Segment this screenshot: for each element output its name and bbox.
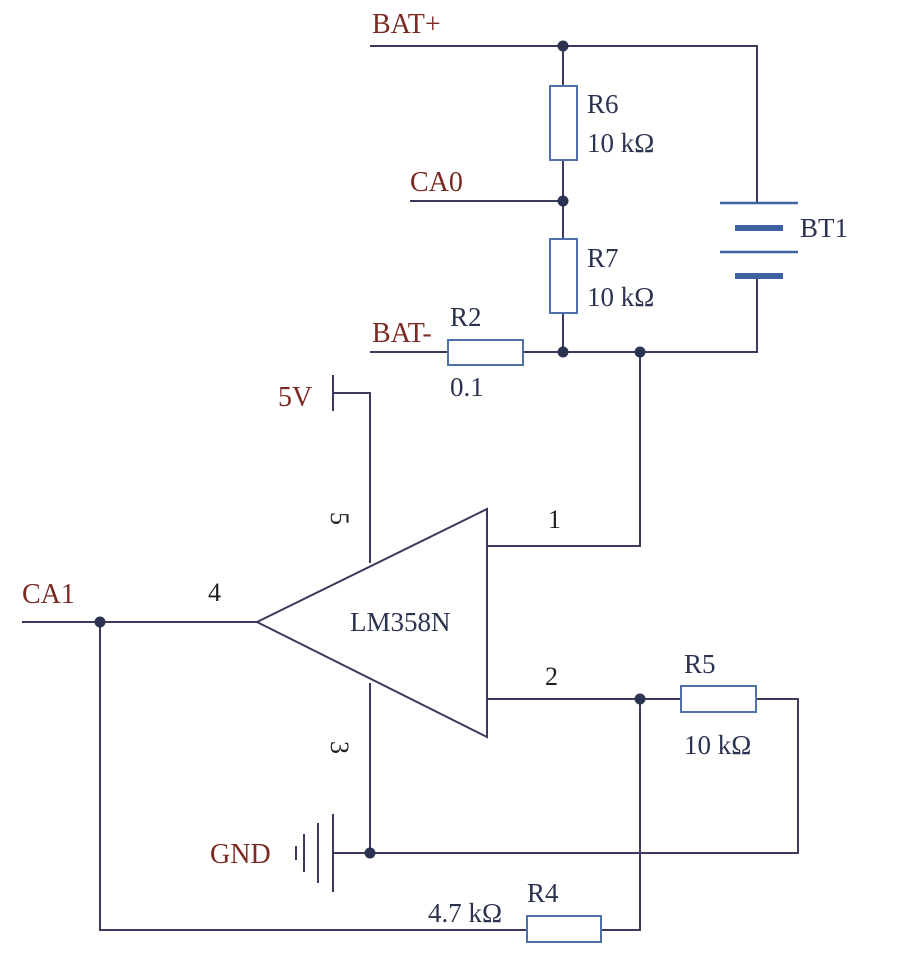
net-label-ca0: CA0 — [410, 167, 463, 198]
net-label-bat-plus: BAT+ — [372, 9, 441, 40]
resistor-r2 — [447, 339, 524, 366]
junction-dot — [94, 616, 106, 628]
junction-dots — [94, 40, 646, 859]
resistor-r6 — [549, 85, 578, 161]
junction-dot — [364, 847, 376, 859]
pin-number-2: 2 — [545, 662, 558, 691]
net-label-bat-minus: BAT- — [372, 318, 432, 349]
junction-dot — [557, 346, 569, 358]
resistor-r5 — [680, 685, 757, 713]
wire-ca1-to-r4 — [99, 622, 527, 931]
wire-pin1-output — [487, 352, 641, 547]
junction-dot — [557, 40, 569, 52]
r4-value: 4.7 kΩ — [428, 898, 502, 928]
wire-r4-feedback — [601, 699, 641, 931]
pin-number-1: 1 — [548, 505, 561, 534]
opamp-lm358n-triangle — [254, 507, 488, 739]
net-label-ca1: CA1 — [22, 579, 75, 610]
pin-number-4: 4 — [208, 578, 221, 607]
wire-r5-return — [333, 698, 799, 854]
net-label-gnd: GND — [210, 839, 271, 870]
bt1-ref: BT1 — [800, 213, 848, 243]
r7-value: 10 kΩ — [587, 282, 654, 312]
ground-symbol — [295, 814, 334, 892]
battery-bt1 — [720, 201, 798, 279]
junction-dot — [634, 346, 646, 358]
r7-ref: R7 — [587, 243, 619, 273]
pin-number-3: 3 — [325, 741, 354, 754]
r5-ref: R5 — [684, 649, 716, 679]
r2-value: 0.1 — [450, 372, 484, 402]
r4-ref: R4 — [527, 878, 559, 908]
opamp-name: LM358N — [350, 607, 451, 637]
resistor-r7 — [549, 238, 578, 314]
resistor-r4 — [526, 915, 602, 943]
wire-5v-supply — [333, 392, 371, 563]
wire-bat-minus-rail — [523, 278, 758, 353]
r6-ref: R6 — [587, 89, 619, 119]
wire-bat-plus-rail — [370, 45, 758, 203]
r2-ref: R2 — [450, 302, 482, 332]
junction-dot — [634, 693, 646, 705]
pin-number-5: 5 — [325, 512, 354, 525]
r5-value: 10 kΩ — [684, 730, 751, 760]
wires — [22, 45, 799, 931]
net-label-5v: 5V — [278, 382, 312, 413]
r6-value: 10 kΩ — [587, 128, 654, 158]
junction-dot — [557, 195, 569, 207]
